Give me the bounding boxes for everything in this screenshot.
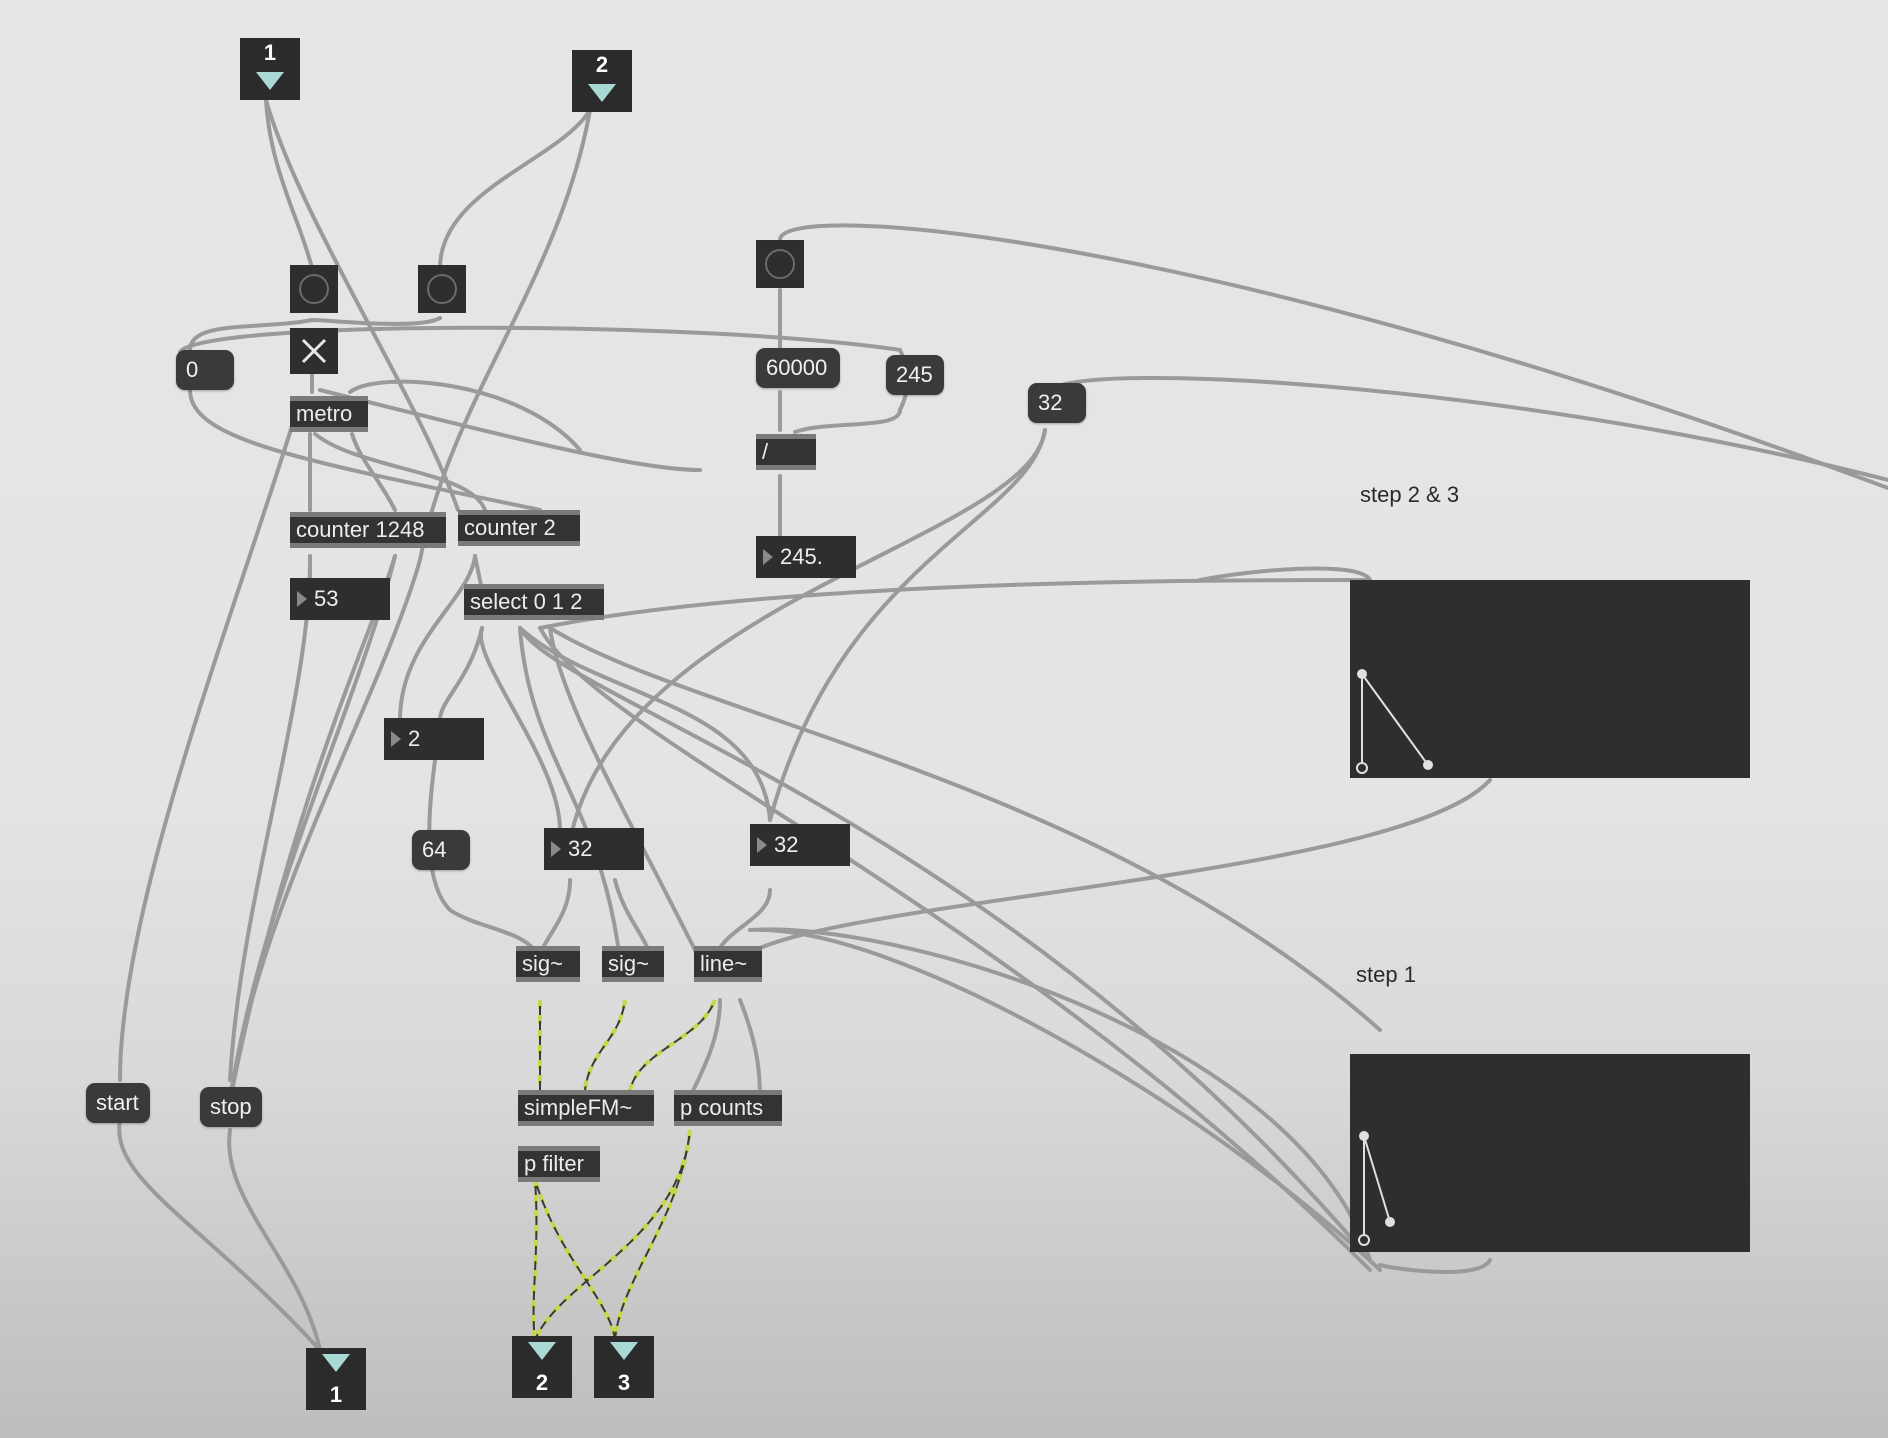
object-counter-1248-text: counter 1248 [296,517,425,542]
message-64[interactable]: 64 [412,830,470,870]
object-line-text: line~ [700,951,748,976]
number-2[interactable]: 2 [384,718,484,760]
number-2-value: 2 [408,726,421,751]
function-editor-step-2-3[interactable] [1350,580,1750,778]
inlet-2-label: 2 [595,52,609,77]
number-arrow-icon [551,841,561,857]
toggle[interactable] [290,328,338,374]
comment-step-1: step 1 [1356,962,1416,987]
outlet-arrow-icon [528,1342,556,1360]
object-sig-1-text: sig~ [522,951,563,976]
object-line[interactable]: line~ [694,946,762,982]
number-53[interactable]: 53 [290,578,390,620]
message-stop[interactable]: stop [200,1087,262,1127]
object-divide[interactable]: / [756,434,816,470]
number-32-b-value: 32 [774,832,799,857]
object-select-text: select 0 1 2 [470,589,583,614]
message-245[interactable]: 245 [886,355,944,395]
object-counter-2[interactable]: counter 2 [458,510,580,546]
object-metro[interactable]: metro [290,396,368,432]
bang-button-1[interactable] [290,265,338,313]
object-divide-text: / [762,439,769,464]
number-32-a-value: 32 [568,836,593,861]
object-sig-2[interactable]: sig~ [602,946,664,982]
object-sig-1[interactable]: sig~ [516,946,580,982]
number-32-a[interactable]: 32 [544,828,644,870]
function-editor-step-1[interactable] [1350,1054,1750,1252]
number-arrow-icon [391,731,401,747]
number-245-value: 245. [780,544,823,569]
outlet-1-label: 1 [329,1382,343,1407]
message-60000[interactable]: 60000 [756,348,840,388]
object-p-filter[interactable]: p filter [518,1146,600,1182]
number-arrow-icon [297,591,307,607]
object-sig-2-text: sig~ [608,951,649,976]
bang-circle-icon [765,249,795,279]
comment-step-2-3: step 2 & 3 [1360,482,1460,507]
object-simplefm[interactable]: simpleFM~ [518,1090,654,1126]
message-start[interactable]: start [86,1083,150,1123]
number-arrow-icon [763,549,773,565]
inlet-1[interactable]: 1 [240,38,300,100]
object-counter-1248[interactable]: counter 1248 [290,512,446,548]
number-arrow-icon [757,837,767,853]
number-32-b[interactable]: 32 [750,824,850,866]
bang-circle-icon [299,274,329,304]
object-simplefm-text: simpleFM~ [524,1095,633,1120]
number-245[interactable]: 245. [756,536,856,578]
message-zero[interactable]: 0 [176,350,234,390]
toggle-x-icon [301,338,327,364]
object-p-filter-text: p filter [524,1151,584,1176]
outlet-arrow-icon [610,1342,638,1360]
bang-circle-icon [427,274,457,304]
outlet-3-label: 3 [617,1370,631,1395]
inlet-2[interactable]: 2 [572,50,632,112]
outlet-1[interactable]: 1 [306,1348,366,1410]
outlet-3[interactable]: 3 [594,1336,654,1398]
object-p-counts[interactable]: p counts [674,1090,782,1126]
inlet-1-label: 1 [263,40,277,65]
envelope-graph [1358,1131,1395,1246]
object-select[interactable]: select 0 1 2 [464,584,604,620]
bang-button-3[interactable] [756,240,804,288]
envelope-graph [1356,669,1433,774]
message-32[interactable]: 32 [1028,383,1086,423]
inlet-arrow-icon [256,72,284,90]
object-counter-2-text: counter 2 [464,515,556,540]
outlet-arrow-icon [322,1354,350,1372]
outlet-2[interactable]: 2 [512,1336,572,1398]
bang-button-2[interactable] [418,265,466,313]
number-53-value: 53 [314,586,339,611]
object-p-counts-text: p counts [680,1095,764,1120]
object-metro-text: metro [296,401,353,426]
outlet-2-label: 2 [535,1370,549,1395]
inlet-arrow-icon [588,84,616,102]
